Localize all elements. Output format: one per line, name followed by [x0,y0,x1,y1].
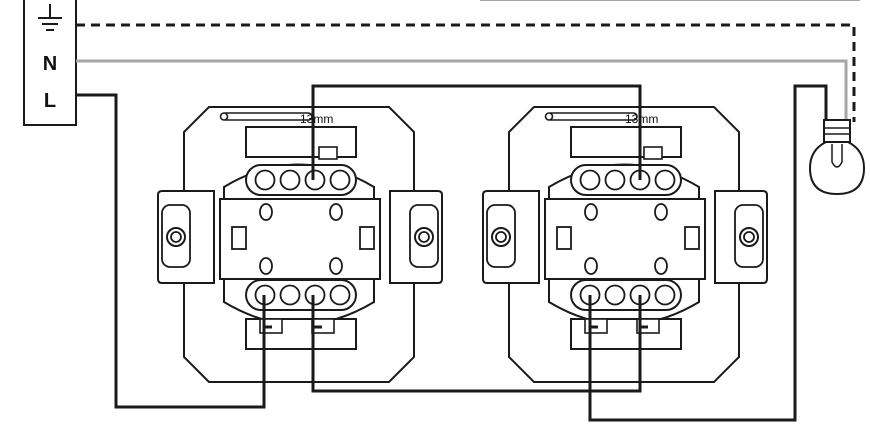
earth-wire [76,23,856,122]
strip-length-label-2: 13mm [625,112,658,126]
switch-2-link [588,295,598,329]
switch-1: 13mm [157,106,443,383]
neutral-label: N [43,53,57,75]
live-feed-wire [76,93,266,409]
traveller-wire-1 [311,84,642,180]
traveller-wire-2 [311,295,642,393]
terminal-block: N L [23,0,77,126]
wiring [76,84,828,422]
live-label: L [44,90,56,112]
switched-live-wire [588,84,828,422]
switch-1-link [262,295,272,329]
strip-length-label-1: 13mm [300,112,333,126]
switch-1-link-2 [311,295,322,329]
neutral-wire [76,59,848,122]
earth-ground-icon [38,4,62,31]
switch-2-link-2 [638,295,648,329]
light-bulb-icon [808,119,866,196]
switch-2: 13mm [482,106,768,383]
